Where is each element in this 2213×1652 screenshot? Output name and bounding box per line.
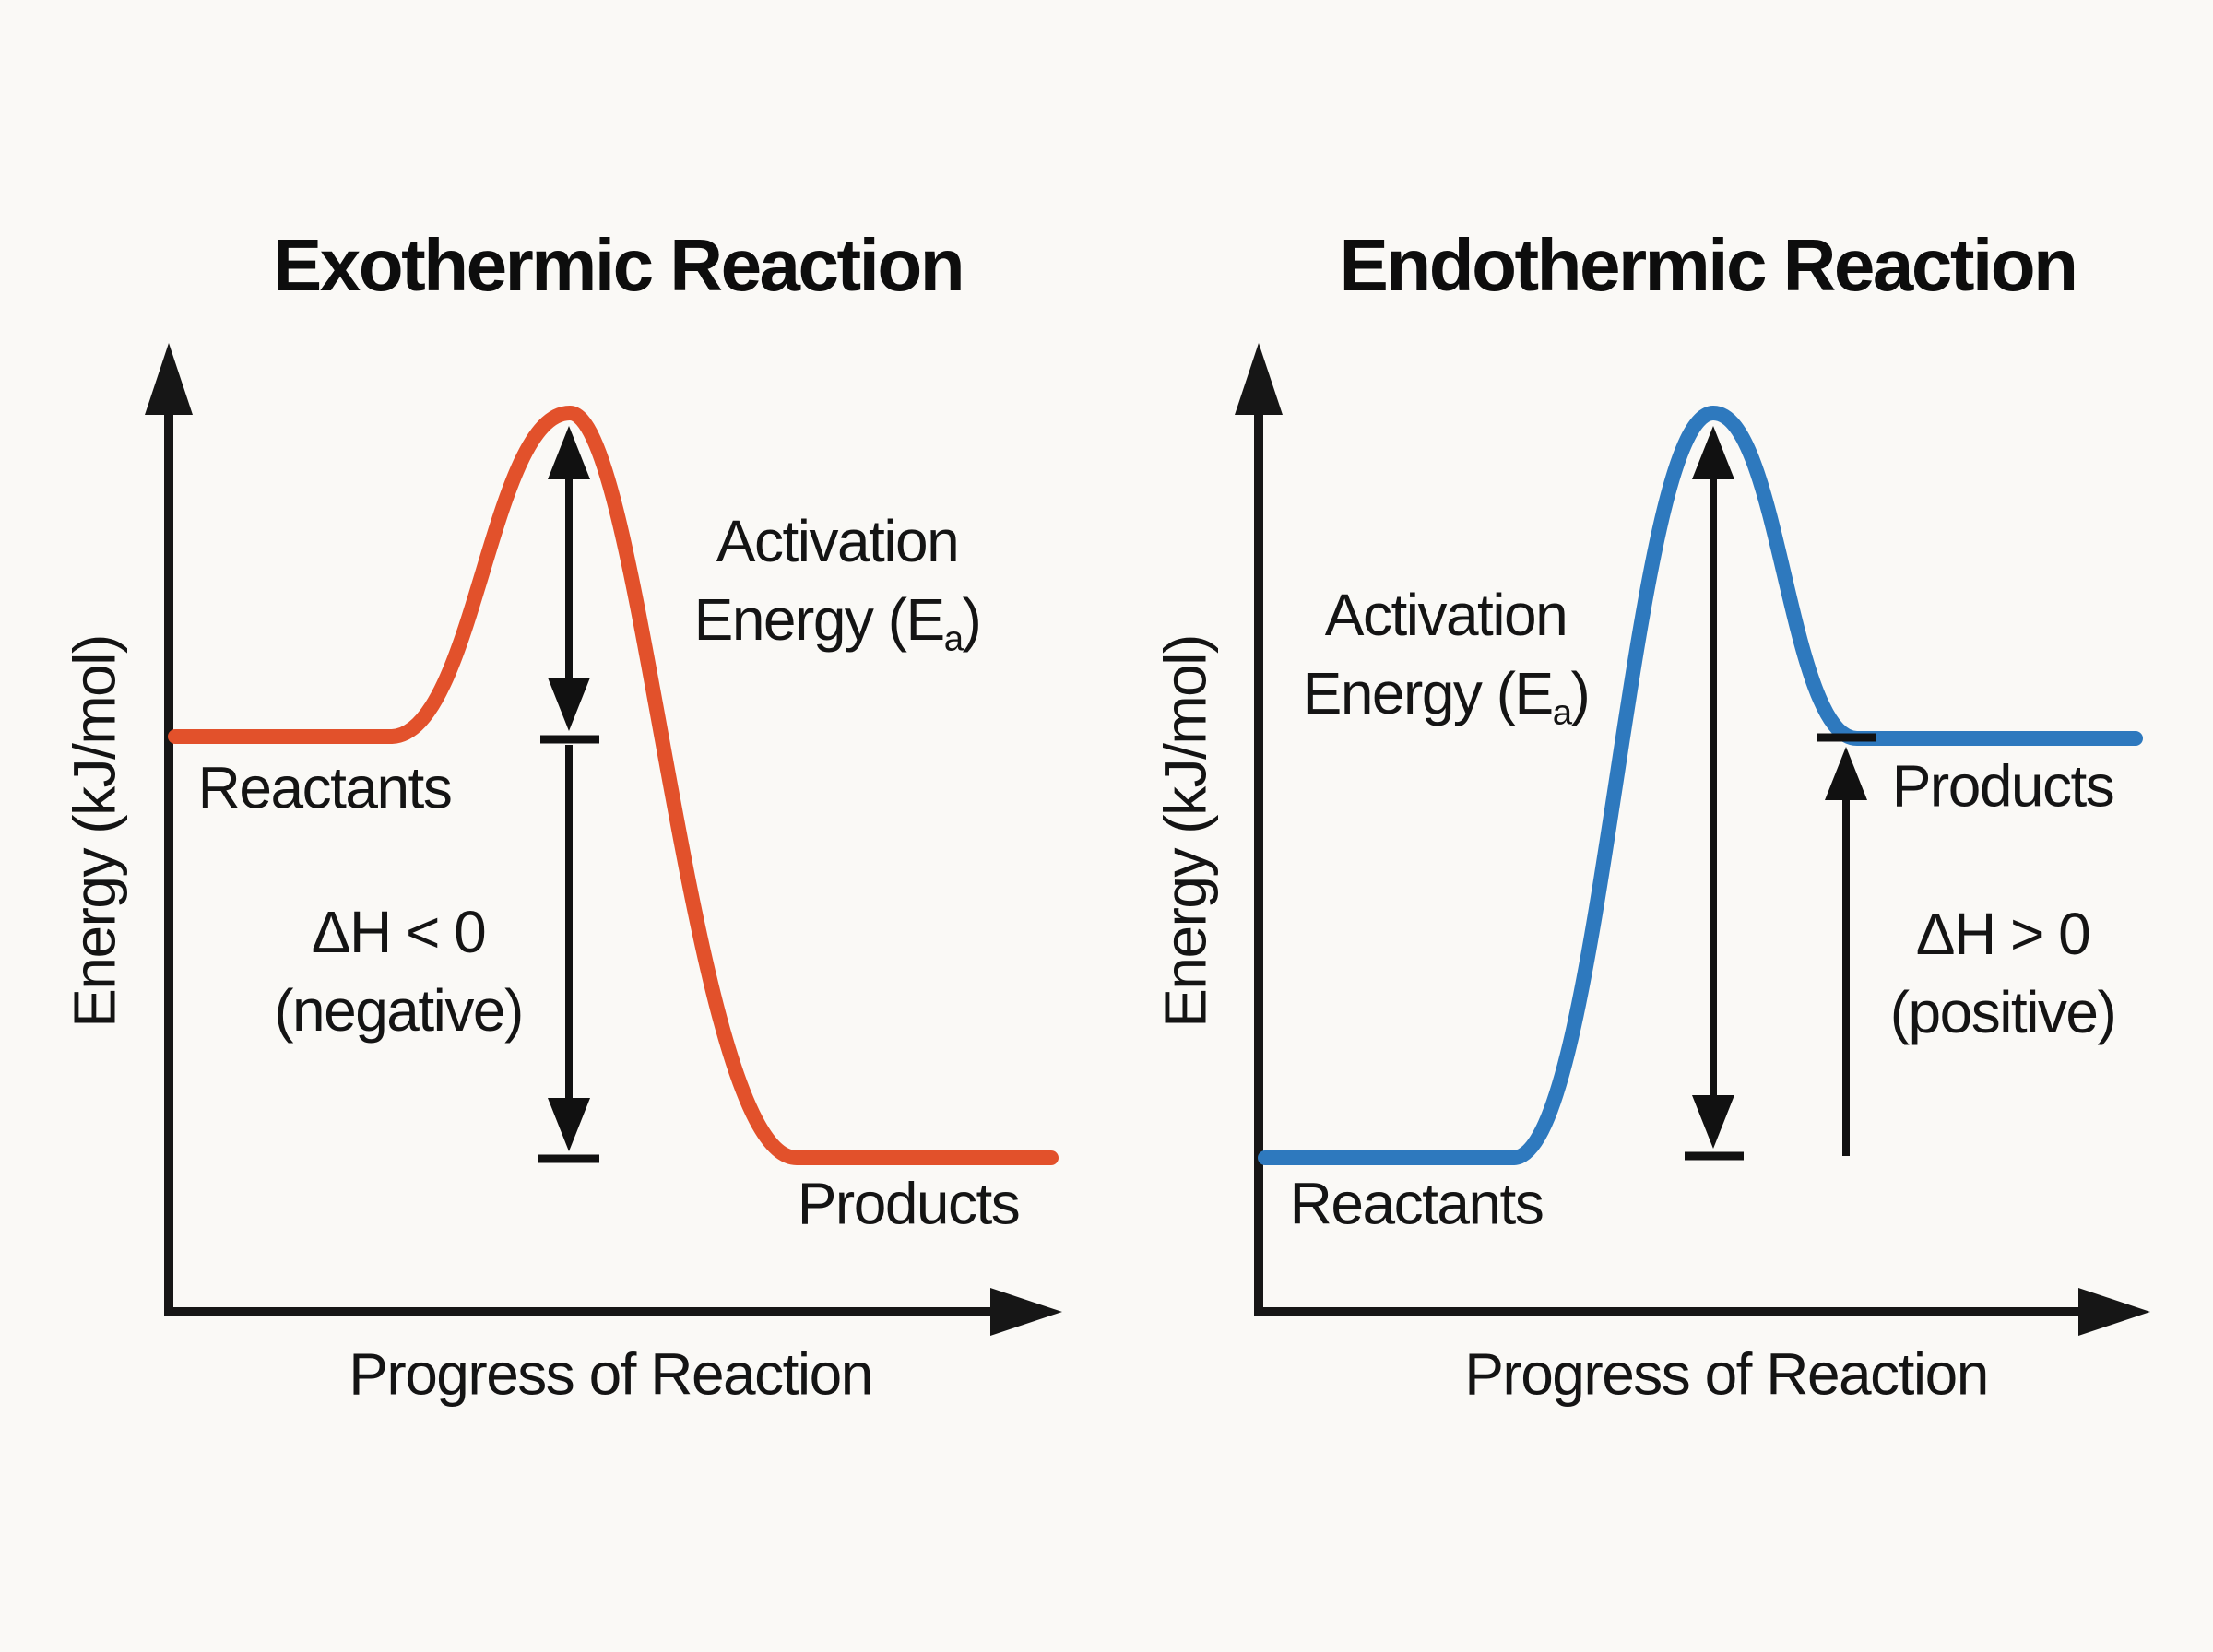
exothermic-products-label: Products: [797, 1170, 1021, 1237]
activation-line1: Activation: [716, 508, 960, 575]
exothermic-x-axis-arrow-icon: [990, 1288, 1062, 1336]
exothermic-deltaH-label: ΔH < 0 (negative): [274, 893, 524, 1050]
deltaH-line1: ΔH < 0: [311, 898, 487, 965]
exothermic-title: Exothermic Reaction: [272, 223, 965, 306]
endothermic-y-axis-label: Energy (kJ/mol): [1152, 635, 1219, 1028]
endothermic-plot: [1235, 343, 2150, 1336]
activation-line2-pre: Energy (E: [1302, 660, 1555, 727]
exothermic-activation-arrow-down-icon: [548, 678, 590, 731]
exothermic-x-axis-label: Progress of Reaction: [349, 1340, 873, 1408]
exothermic-energy-curve: [168, 406, 1059, 1165]
exothermic-y-axis-arrow-icon: [145, 343, 193, 415]
activation-line2-pre: Energy (E: [693, 586, 946, 654]
exothermic-deltaH-arrow-down-icon: [548, 1098, 590, 1151]
deltaH-line1: ΔH > 0: [1915, 900, 2091, 967]
endothermic-x-axis-label: Progress of Reaction: [1464, 1340, 1989, 1408]
endothermic-title: Endothermic Reaction: [1339, 223, 2078, 306]
activation-line2-post: ): [1570, 660, 1591, 727]
exothermic-plot: [145, 343, 1062, 1336]
endothermic-deltaH-arrow-up-icon: [1825, 747, 1867, 800]
endothermic-activation-arrow-up-icon: [1692, 426, 1734, 479]
activation-line2-post: ): [962, 586, 982, 654]
exothermic-reactants-label: Reactants: [197, 754, 453, 821]
endothermic-reactants-label: Reactants: [1289, 1170, 1544, 1237]
exothermic-activation-arrow-up-icon: [548, 426, 590, 479]
activation-subscript: a: [943, 619, 964, 659]
endothermic-energy-curve: [1258, 406, 2143, 1165]
exothermic-y-axis-label: Energy (kJ/mol): [61, 635, 128, 1028]
activation-line1: Activation: [1324, 582, 1568, 649]
deltaH-line2: (negative): [274, 977, 524, 1044]
endothermic-x-axis-arrow-icon: [2078, 1288, 2150, 1336]
deltaH-line2: (positive): [1889, 979, 2117, 1045]
endothermic-products-label: Products: [1891, 752, 2115, 820]
endothermic-deltaH-label: ΔH > 0 (positive): [1889, 895, 2117, 1052]
endothermic-y-axis-arrow-icon: [1235, 343, 1283, 415]
endothermic-activation-energy-label: Activation Energy (Ea): [1302, 576, 1591, 737]
activation-subscript: a: [1552, 692, 1572, 733]
endothermic-activation-arrow-down-icon: [1692, 1095, 1734, 1149]
exothermic-activation-energy-label: Activation Energy (Ea): [693, 502, 982, 663]
